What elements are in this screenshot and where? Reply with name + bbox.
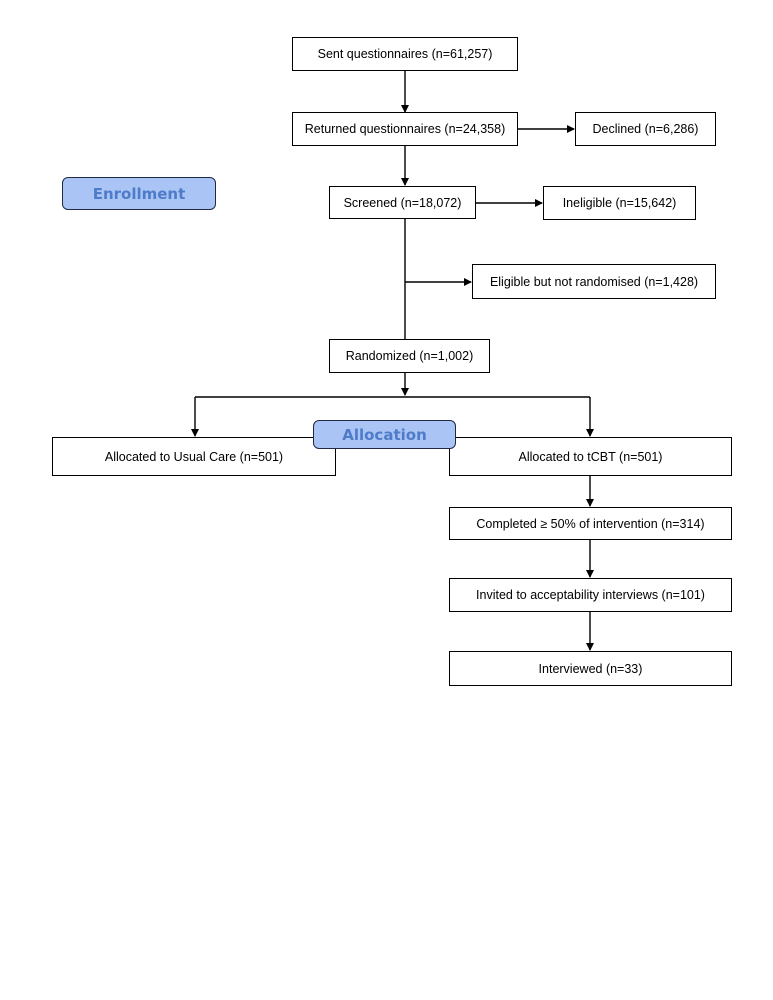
declined-box: Declined (n=6,286) xyxy=(575,112,716,146)
interviewed-box: Interviewed (n=33) xyxy=(449,651,732,686)
sent-questionnaires-box: Sent questionnaires (n=61,257) xyxy=(292,37,518,71)
ineligible-box: Ineligible (n=15,642) xyxy=(543,186,696,220)
screened-box: Screened (n=18,072) xyxy=(329,186,476,219)
randomized-box: Randomized (n=1,002) xyxy=(329,339,490,373)
allocated-usual-care-box: Allocated to Usual Care (n=501) xyxy=(52,437,336,476)
enrollment-stage-label: Enrollment xyxy=(62,177,216,210)
allocation-stage-label: Allocation xyxy=(313,420,456,449)
returned-questionnaires-box: Returned questionnaires (n=24,358) xyxy=(292,112,518,146)
completed-intervention-box: Completed ≥ 50% of intervention (n=314) xyxy=(449,507,732,540)
eligible-not-randomised-box: Eligible but not randomised (n=1,428) xyxy=(472,264,716,299)
allocated-tcbt-box: Allocated to tCBT (n=501) xyxy=(449,437,732,476)
invited-interviews-box: Invited to acceptability interviews (n=1… xyxy=(449,578,732,612)
